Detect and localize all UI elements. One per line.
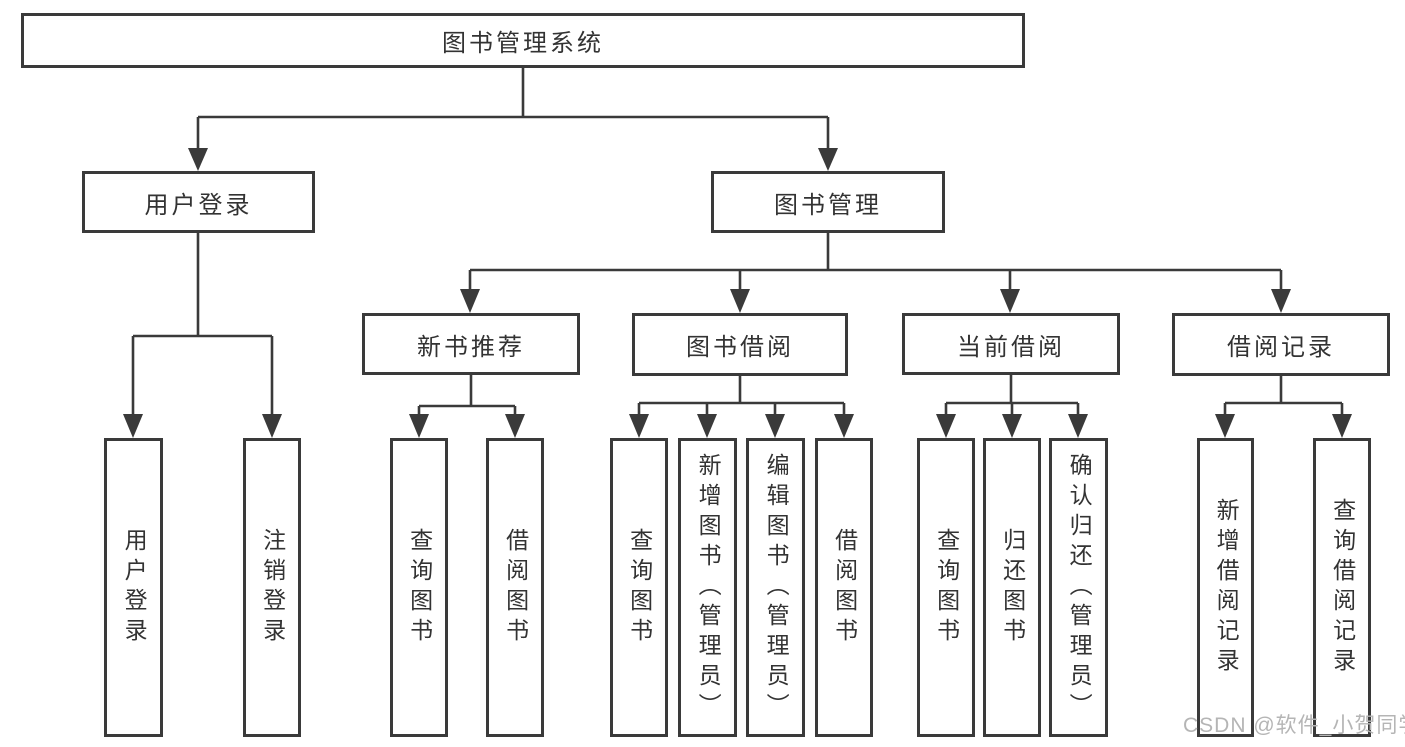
node-label: 图书借阅: [686, 334, 794, 361]
node-label: 图书管理: [774, 191, 882, 219]
node-label: 查询借阅记录: [1329, 497, 1356, 678]
leaf-borrow-books-recommend: 借阅图书: [486, 438, 544, 737]
node-label: 归还图书: [999, 527, 1026, 648]
node-label: 查询图书: [626, 527, 653, 648]
leaf-borrow-books: 借阅图书: [815, 438, 873, 737]
leaf-logout: 注销登录: [243, 438, 301, 737]
connector-root-to-level2: [188, 68, 838, 171]
leaf-edit-book-admin: 编辑图书（管理员）: [746, 438, 805, 737]
node-label: 当前借阅: [957, 333, 1065, 361]
node-current-borrow: 当前借阅: [902, 313, 1120, 375]
node-label: 用户登录: [121, 527, 148, 648]
node-borrow-records: 借阅记录: [1172, 313, 1390, 376]
node-system-root: 图书管理系统: [21, 13, 1025, 68]
node-label: 注销登录: [259, 527, 286, 648]
connector-new-book-children: [409, 375, 525, 438]
node-label: 查询图书: [933, 527, 960, 648]
node-label: 借阅图书: [831, 527, 858, 648]
connector-current-borrow-children: [936, 375, 1088, 438]
node-label: 借阅图书: [502, 527, 529, 648]
leaf-confirm-return-admin: 确认归还（管理员）: [1049, 438, 1108, 737]
node-label: 用户登录: [144, 191, 253, 219]
leaf-return-book: 归还图书: [983, 438, 1041, 737]
node-book-management: 图书管理: [711, 171, 945, 233]
node-label: 新增图书（管理员）: [695, 452, 722, 723]
connector-user-login-children: [123, 233, 282, 438]
node-label: 确认归还（管理员）: [1066, 452, 1093, 723]
node-label: 新书推荐: [417, 333, 525, 361]
leaf-user-login: 用户登录: [104, 438, 163, 737]
leaf-query-borrow-record: 查询借阅记录: [1313, 438, 1371, 737]
node-new-book-recommend: 新书推荐: [362, 313, 580, 375]
connector-book-borrow-children: [629, 376, 854, 438]
node-label: 编辑图书（管理员）: [763, 452, 790, 723]
watermark: CSDN @软件_小贺同学: [1183, 714, 1405, 737]
node-label: 查询图书: [406, 527, 433, 648]
leaf-query-books-recommend: 查询图书: [390, 438, 448, 737]
connector-book-management-children: [460, 233, 1291, 313]
leaf-query-books-current: 查询图书: [917, 438, 975, 737]
node-user-login: 用户登录: [82, 171, 315, 233]
leaf-add-book-admin: 新增图书（管理员）: [678, 438, 737, 737]
connector-borrow-records-children: [1215, 376, 1352, 438]
node-label: 新增借阅记录: [1213, 497, 1240, 678]
node-label: 借阅记录: [1227, 334, 1335, 361]
leaf-query-books-borrow: 查询图书: [610, 438, 668, 737]
node-book-borrow: 图书借阅: [632, 313, 848, 376]
leaf-add-borrow-record: 新增借阅记录: [1197, 438, 1254, 737]
node-label: 图书管理系统: [442, 30, 604, 57]
